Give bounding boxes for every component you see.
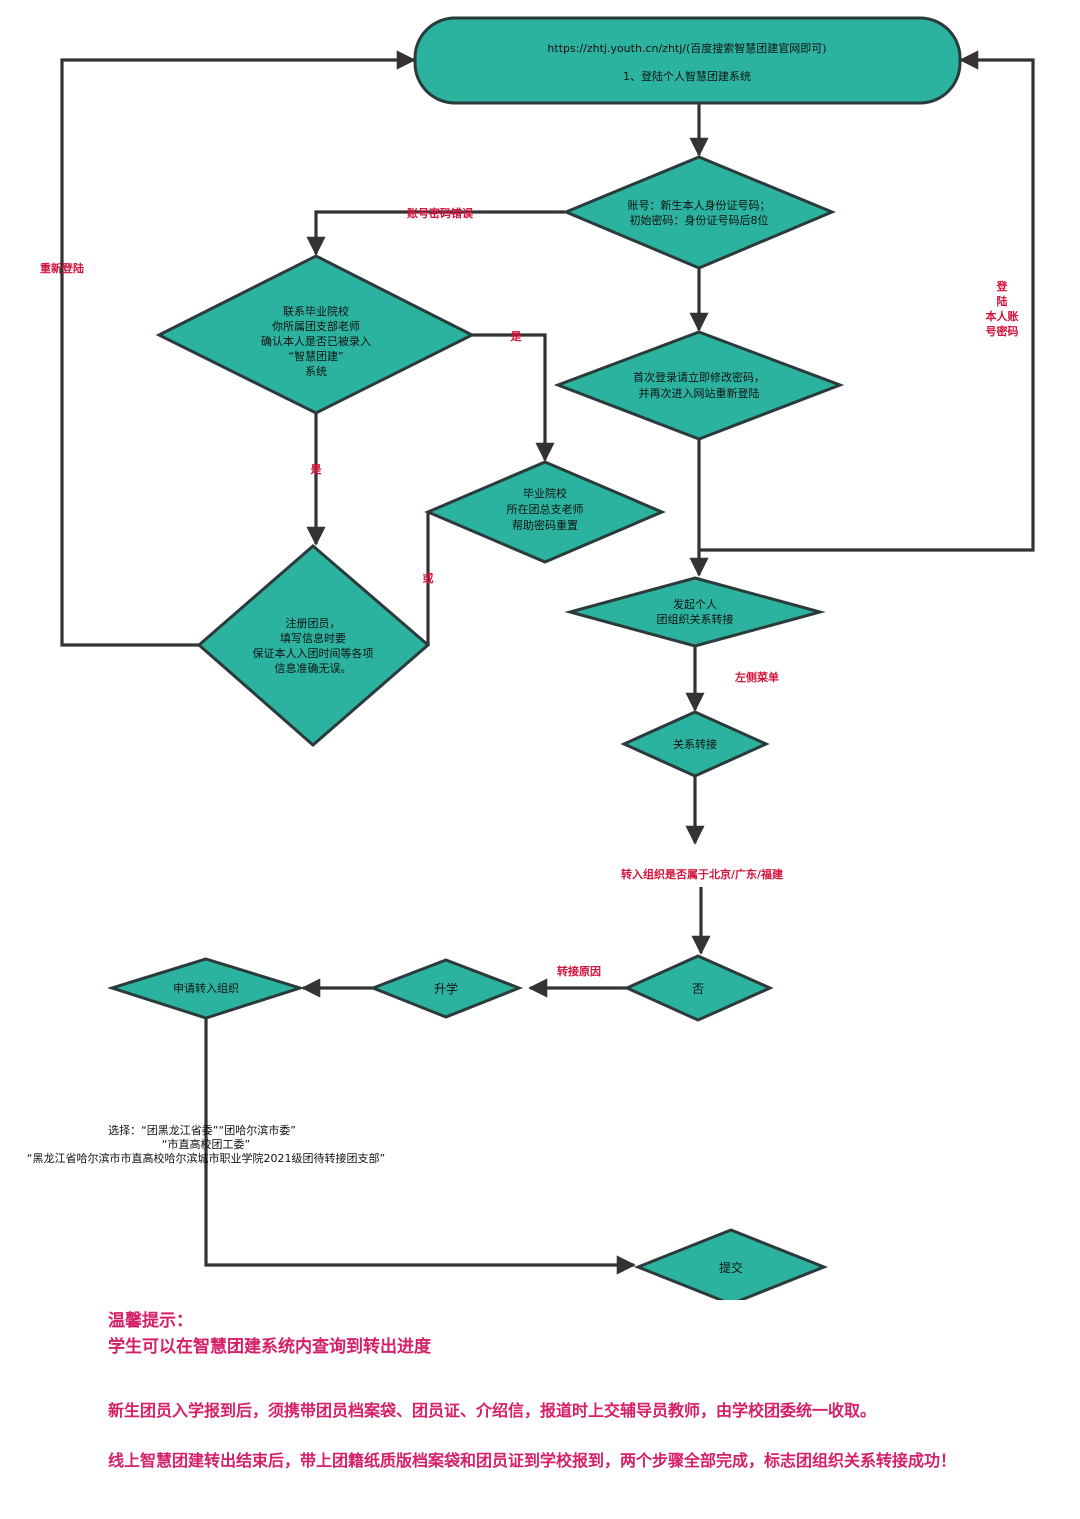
choose-line2: “市直高校团工委” <box>162 1137 250 1151</box>
label-reason: 转接原因 <box>557 964 601 978</box>
node-register <box>196 544 431 747</box>
label-left-menu: 左侧菜单 <box>734 670 779 684</box>
choose-line1: 选择：“团黑龙江省委”“团哈尔滨市委” <box>108 1123 296 1137</box>
label-relogin: 重新登陆 <box>40 261 84 275</box>
node-contact-line5: 系统 <box>305 365 327 378</box>
tips-title: 温馨提示： <box>108 1311 193 1331</box>
node-register-line3: 保证本人入团时间等各项 <box>253 646 374 660</box>
node-initiate-line2: 团组织关系转接 <box>657 612 734 626</box>
node-transfer-label: 关系转接 <box>673 737 717 751</box>
tips-para-1: 新生团员入学报到后，须携带团员档案袋、团员证、介绍信，报道时上交辅导员教师，由学… <box>108 1401 877 1420</box>
node-login <box>413 16 962 105</box>
node-first-login <box>553 330 845 441</box>
node-reset-line1: 毕业院校 <box>523 486 567 500</box>
node-login-line1: https://zhtj.youth.cn/zhtj/(百度搜索智慧团建官网即可… <box>547 41 826 55</box>
node-apply-label: 申请转入组织 <box>173 981 239 995</box>
node-login-line2: 1、登陆个人智慧团建系统 <box>623 69 751 83</box>
node-contact-line1: 联系毕业院校 <box>283 304 349 318</box>
edge-right-loop <box>699 50 1035 552</box>
node-first-login-line1: 首次登录请立即修改密码， <box>633 370 765 384</box>
node-contact-line2: 你所属团支部老师 <box>272 319 360 333</box>
node-account-line2: 初始密码：身份证号码后8位 <box>630 213 769 227</box>
node-submit <box>633 1228 829 1300</box>
node-transfer <box>620 710 770 778</box>
edge-contact-to-reset <box>472 333 555 462</box>
node-initiate-line1: 发起个人 <box>673 597 717 611</box>
label-or: 或 <box>423 571 434 585</box>
label-wrong-password: 账号密码错误 <box>407 206 474 220</box>
node-apply <box>106 957 306 1020</box>
label-login-own-2: 陆 <box>997 294 1008 308</box>
flowchart: https://zhtj.youth.cn/zhtj/(百度搜索智慧团建官网即可… <box>27 16 1035 1300</box>
label-question: 转入组织是否属于北京/广东/福建 <box>621 867 784 881</box>
label-login-own-3: 本人账 <box>986 309 1019 323</box>
label-login-own-1: 登 <box>996 279 1009 293</box>
node-upgrade-label: 升学 <box>434 981 458 996</box>
choose-line3: “黑龙江省哈尔滨市市直高校哈尔滨城市职业学院2021级团待转接团支部” <box>27 1151 385 1165</box>
label-login-own-4: 号密码 <box>986 324 1019 338</box>
node-reset-line3: 帮助密码重置 <box>512 518 578 532</box>
label-yes-down: 是 <box>310 463 323 476</box>
node-contact-line4: “智慧团建” <box>288 349 343 363</box>
edge-register-relogin <box>60 50 416 647</box>
node-no-label: 否 <box>692 982 704 996</box>
label-yes-right: 是 <box>510 330 523 343</box>
node-upgrade <box>368 958 524 1019</box>
node-reset <box>424 460 666 564</box>
node-account-line1: 账号：新生本人身份证号码； <box>628 198 771 212</box>
node-register-line4: 信息准确无误。 <box>275 661 352 675</box>
node-contact-line3: 确认本人是否已被录入 <box>261 334 371 348</box>
node-no <box>623 954 774 1022</box>
node-register-line1: 注册团员， <box>286 616 341 630</box>
node-initiate <box>564 576 826 648</box>
node-reset-line2: 所在团总支老师 <box>507 502 584 516</box>
edge-apply-to-submit <box>204 1018 636 1275</box>
node-first-login-line2: 并再次进入网站重新登陆 <box>639 386 760 400</box>
edge-account-to-contact <box>306 210 565 256</box>
tips-section: 温馨提示： 学生可以在智慧团建系统内查询到转出进度 新生团员入学报到后，须携带团… <box>108 1308 1058 1470</box>
node-register-line2: 填写信息时要 <box>280 631 346 645</box>
node-account <box>562 155 836 270</box>
node-submit-label: 提交 <box>719 1260 743 1275</box>
node-contact <box>155 254 476 415</box>
tips-subtitle: 学生可以在智慧团建系统内查询到转出进度 <box>108 1337 431 1357</box>
tips-para-2: 线上智慧团建转出结束后，带上团籍纸质版档案袋和团员证到学校报到，两个步骤全部完成… <box>108 1451 957 1470</box>
